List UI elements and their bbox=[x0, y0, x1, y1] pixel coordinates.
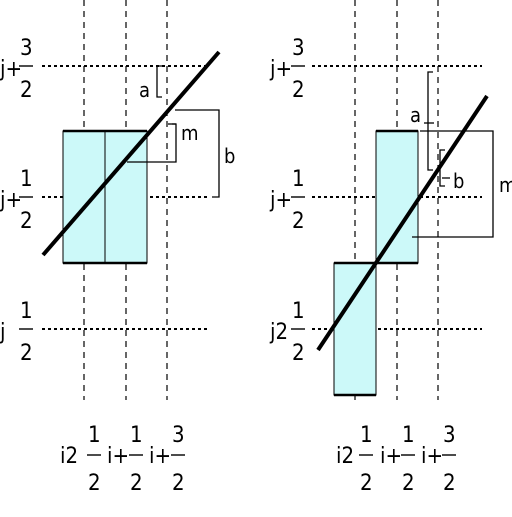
right-panel: a b m j+ 3 2 j+ 1 2 j2 1 2 i2 1 2 bbox=[269, 0, 512, 496]
left-row-2-den: 2 bbox=[20, 209, 33, 234]
left-bracket-b bbox=[175, 109, 220, 198]
left-col-label-1: i2 1 2 bbox=[60, 423, 101, 496]
left-brackets bbox=[127, 65, 220, 198]
right-row-2-prefix: j+ bbox=[269, 188, 292, 213]
right-col-1-num: 1 bbox=[360, 423, 373, 448]
right-bracket-m bbox=[412, 130, 494, 238]
right-row-1-prefix: j+ bbox=[269, 57, 292, 82]
left-col-label-3: i+ 3 2 bbox=[149, 423, 185, 496]
right-mark-b: b bbox=[453, 169, 464, 193]
left-col-3-num: 3 bbox=[172, 423, 185, 448]
right-row-2-num: 1 bbox=[292, 167, 305, 192]
left-row-3-num: 1 bbox=[20, 299, 33, 324]
right-col-label-2: i+ 1 2 bbox=[380, 423, 415, 496]
left-row-1-den: 2 bbox=[20, 78, 33, 103]
right-col-2-den: 2 bbox=[402, 471, 415, 496]
left-col-2-num: 1 bbox=[130, 423, 143, 448]
right-row-1-den: 2 bbox=[292, 78, 305, 103]
right-bracket-a bbox=[427, 71, 433, 171]
right-row-3-prefix: j2 bbox=[269, 320, 288, 345]
right-row-1-num: 3 bbox=[292, 36, 305, 61]
right-row-3-num: 1 bbox=[292, 299, 305, 324]
right-col-3-den: 2 bbox=[443, 471, 456, 496]
right-mark-m: m bbox=[499, 173, 512, 197]
left-bracket-a bbox=[156, 65, 162, 98]
right-mark-a: a bbox=[410, 103, 421, 127]
left-row-3-den: 2 bbox=[20, 341, 33, 366]
left-slope-line bbox=[41, 50, 221, 257]
left-col-1-num: 1 bbox=[88, 423, 101, 448]
left-row-2-num: 1 bbox=[20, 167, 33, 192]
left-row-label-1: j+ 3 2 bbox=[0, 36, 33, 103]
right-row-label-2: j+ 1 2 bbox=[269, 167, 305, 234]
left-mark-a: a bbox=[139, 78, 150, 102]
right-brackets bbox=[412, 71, 494, 238]
left-cell-2 bbox=[104, 130, 148, 264]
left-col-3-prefix: i+ bbox=[149, 444, 171, 469]
right-col-2-num: 1 bbox=[402, 423, 415, 448]
right-row-2-den: 2 bbox=[292, 209, 305, 234]
right-col-1-den: 2 bbox=[360, 471, 373, 496]
right-col-2-prefix: i+ bbox=[380, 444, 402, 469]
right-bracket-b bbox=[439, 149, 445, 187]
left-col-label-2: i+ 1 2 bbox=[107, 423, 143, 496]
left-mark-m: m bbox=[181, 121, 199, 145]
left-row-label-2: j+ 1 2 bbox=[0, 167, 33, 234]
left-col-3-den: 2 bbox=[172, 471, 185, 496]
right-slope-line bbox=[316, 94, 489, 352]
left-mark-b: b bbox=[224, 144, 235, 168]
left-row-1-prefix: j+ bbox=[0, 57, 22, 82]
left-col-2-prefix: i+ bbox=[107, 444, 129, 469]
left-col-2-den: 2 bbox=[130, 471, 143, 496]
right-row-label-1: j+ 3 2 bbox=[269, 36, 305, 103]
left-row-2-prefix: j+ bbox=[0, 188, 22, 213]
right-cell-upper bbox=[375, 130, 419, 264]
right-cell-lower bbox=[333, 262, 377, 396]
left-cells bbox=[62, 129, 148, 265]
left-row-label-3: j 1 2 bbox=[0, 299, 33, 366]
right-row-3-den: 2 bbox=[292, 341, 305, 366]
right-col-3-prefix: i+ bbox=[421, 444, 443, 469]
right-col-1-prefix: i2 bbox=[336, 444, 354, 469]
left-col-1-den: 2 bbox=[88, 471, 101, 496]
right-col-label-3: i+ 3 2 bbox=[421, 423, 456, 496]
left-row-1-num: 3 bbox=[20, 36, 33, 61]
left-row-3-prefix: j bbox=[0, 320, 6, 345]
right-col-label-1: i2 1 2 bbox=[336, 423, 373, 496]
right-col-3-num: 3 bbox=[443, 423, 456, 448]
right-row-label-3: j2 1 2 bbox=[269, 299, 305, 366]
left-cell-1 bbox=[62, 130, 106, 264]
left-col-1-prefix: i2 bbox=[60, 444, 78, 469]
left-panel: a m b j+ 3 2 j+ 1 2 j 1 2 i2 1 2 bbox=[0, 0, 235, 496]
